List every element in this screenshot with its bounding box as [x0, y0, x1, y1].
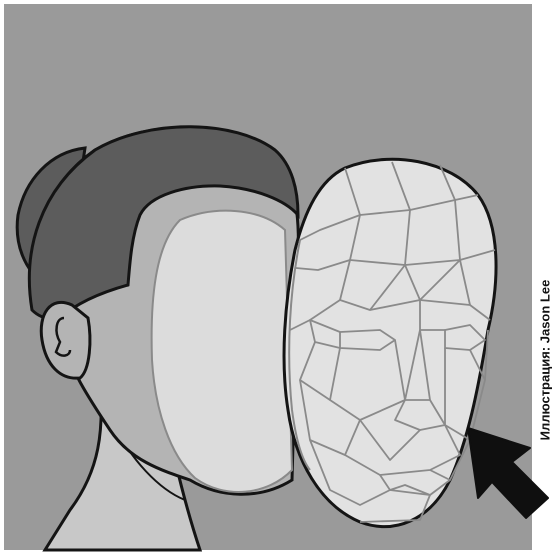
illustration-credit: Иллюстрация: Jason Lee: [538, 280, 553, 441]
